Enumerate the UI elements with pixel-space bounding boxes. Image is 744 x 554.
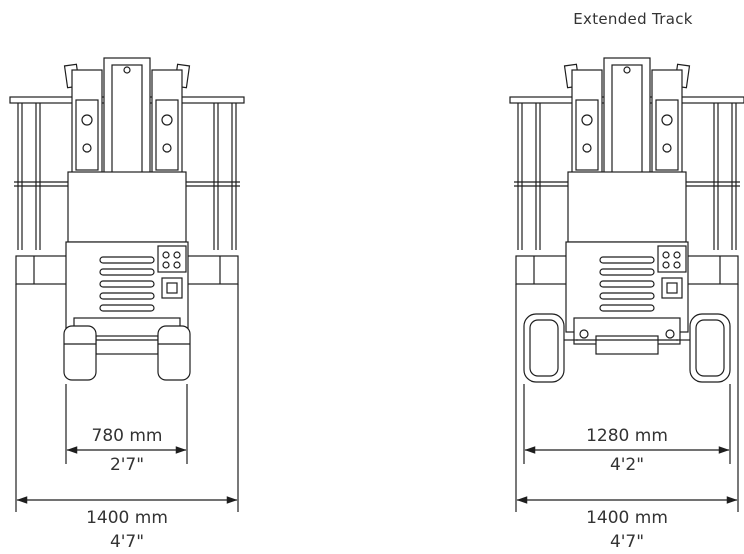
outer-width-mm-left: 1400 mm <box>86 508 168 528</box>
inner-width-mm-right: 1280 mm <box>586 426 668 446</box>
machine-front-view-standard <box>9 57 245 381</box>
inner-width-ft-right: 4'2" <box>609 455 645 475</box>
page-title: Extended Track <box>573 10 693 28</box>
inner-dimension-right <box>523 384 731 464</box>
inner-width-ft-left: 2'7" <box>109 455 145 475</box>
outer-width-ft-right: 4'7" <box>609 532 645 552</box>
outer-width-mm-right: 1400 mm <box>586 508 668 528</box>
outer-dimension-right <box>515 284 739 512</box>
machine-front-view-extended <box>509 57 744 383</box>
outer-dimension-left <box>15 284 239 512</box>
inner-dimension-left <box>65 384 188 464</box>
inner-width-mm-left: 780 mm <box>91 426 163 446</box>
outer-width-ft-left: 4'7" <box>109 532 145 552</box>
